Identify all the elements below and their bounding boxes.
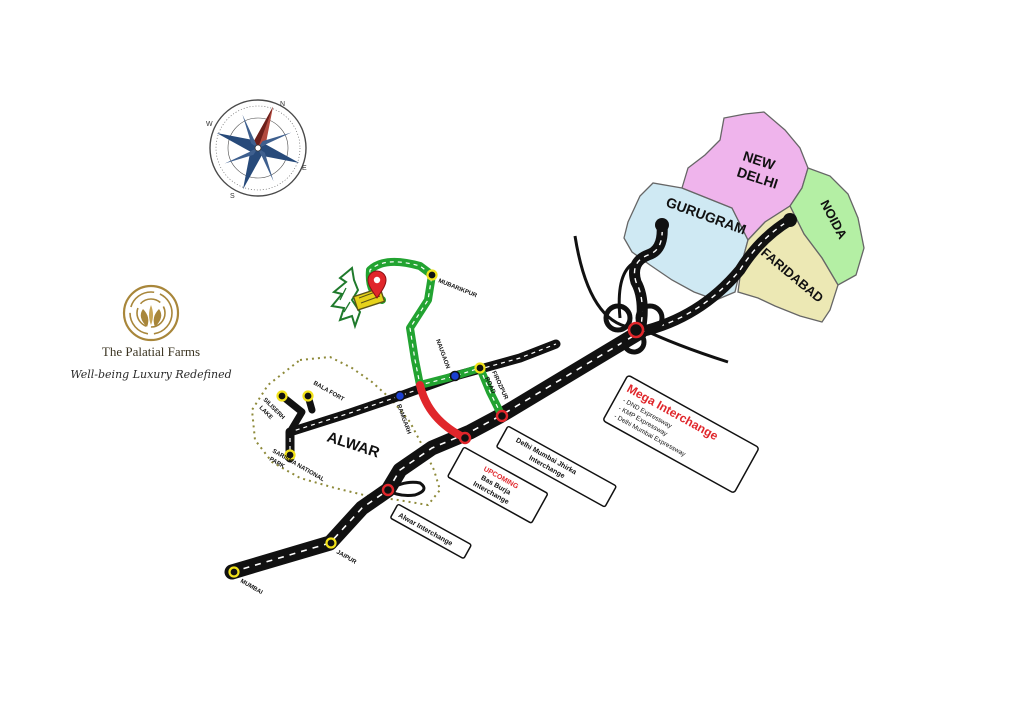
marker-jaipur — [325, 537, 337, 549]
label-mumbai: MUMBAI — [239, 579, 264, 597]
region-noida — [789, 167, 865, 286]
ncr-connectors — [629, 214, 796, 338]
brand-logo — [122, 284, 180, 342]
marker-ramgarh — [394, 390, 406, 402]
marker-naugaon — [449, 370, 461, 382]
marker-bas-burja-interchange — [458, 431, 472, 445]
delhi-mumbai-expressway — [224, 324, 648, 580]
marker-bala-fort — [302, 390, 314, 402]
brand-tagline: Well-being Luxury Redefined — [70, 368, 231, 381]
compass-s: S — [230, 193, 235, 200]
marker-jhirka-interchange — [495, 409, 509, 423]
alwar-interchange-loop — [387, 480, 426, 497]
marker-noida — [783, 213, 797, 227]
alwar-boundary — [250, 355, 442, 507]
callout-mega-interchange: Mega Interchange - DND Expressway - KMP … — [603, 375, 759, 493]
property-marker — [330, 266, 387, 330]
compass-e: E — [302, 165, 307, 172]
brand-name: The Palatial Farms — [102, 344, 200, 359]
callout-alwar-interchange: Alwar Interchange — [390, 503, 472, 559]
station-markers — [228, 213, 797, 578]
marker-mumbai — [228, 566, 240, 578]
marker-sariska — [284, 449, 296, 461]
mega-interchange-marker — [603, 303, 665, 355]
label-ramgarh: RAMGARH — [395, 404, 411, 436]
ncr-regions — [623, 111, 865, 323]
marker-mubarikpur — [426, 269, 438, 281]
region-new-delhi — [681, 111, 809, 242]
compass-icon: N S E W — [206, 99, 307, 200]
marker-alwar-interchange — [381, 483, 395, 497]
label-alwar: ALWAR — [325, 429, 382, 462]
callout-bas-burja-interchange: UPCOMING Bas Burja Interchange — [447, 446, 548, 524]
label-jaipur: JAIPUR — [335, 550, 358, 567]
compass-w: W — [206, 121, 213, 128]
marker-siliserh — [276, 390, 288, 402]
marker-gurugram — [655, 218, 669, 232]
red-route — [416, 381, 469, 442]
label-naugaon: NAUGAON — [434, 339, 450, 370]
tree-icon — [330, 266, 362, 330]
label-mubarikpur: MUBARIKPUR — [437, 278, 478, 299]
green-route — [365, 257, 506, 420]
location-pin-icon — [367, 270, 387, 299]
marker-firozpur — [474, 362, 486, 374]
compass-n: N — [280, 101, 285, 108]
label-bala-fort: BALA FORT — [312, 381, 345, 404]
